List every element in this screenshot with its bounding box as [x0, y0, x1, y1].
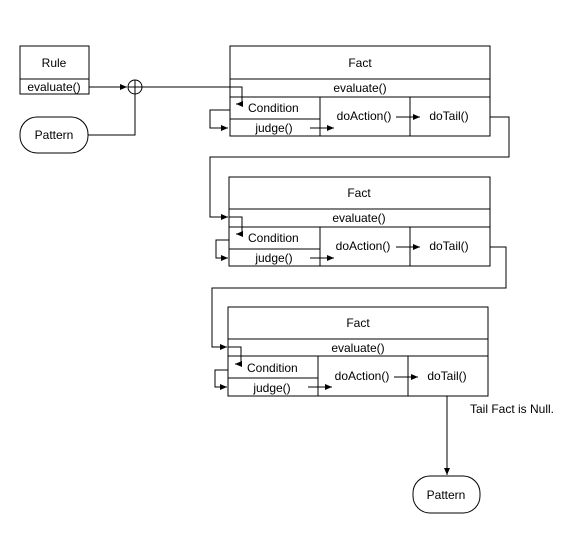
fact-2-to-fact-3-connector	[211, 246, 507, 350]
fact-2-judge: judge()	[254, 251, 292, 265]
fact-1-condition-loop	[209, 109, 230, 131]
fact-1-evaluate: evaluate()	[333, 81, 386, 95]
pattern-bottom-label: Pattern	[427, 488, 466, 502]
fact-3-condition: Condition	[247, 361, 298, 375]
pattern-bottom-box: Pattern	[412, 475, 481, 514]
fact-1-judge: judge()	[254, 121, 292, 135]
fact-3-do-action: doAction()	[335, 369, 390, 383]
fact-3-judge: judge()	[252, 381, 290, 395]
fact-2-title: Fact	[347, 186, 371, 200]
fact-2-condition: Condition	[248, 231, 299, 245]
rule-title: Rule	[42, 56, 67, 70]
fact-2-condition-loop	[215, 239, 229, 261]
fact-box-3: Fact evaluate() Condition judge() doActi…	[227, 306, 489, 397]
fact-box-2: Fact evaluate() Condition judge() doActi…	[228, 176, 491, 267]
fact-2-do-action: doAction()	[336, 239, 391, 253]
fact-3-evaluate: evaluate()	[331, 341, 384, 355]
fact-3-do-tail: doTail()	[427, 369, 466, 383]
fact-3-title: Fact	[346, 316, 370, 330]
fact-1-do-action: doAction()	[337, 109, 392, 123]
fact-1-do-tail: doTail()	[429, 109, 468, 123]
pattern-top-label: Pattern	[35, 128, 74, 142]
fact-1-evaluate-to-condition-arrow	[230, 86, 243, 107]
fact-1-condition: Condition	[248, 101, 299, 115]
junction-circle	[127, 79, 143, 95]
rule-box: Rule evaluate()	[19, 45, 90, 95]
fact-2-do-tail: doTail()	[429, 239, 468, 253]
fact-3-evaluate-to-condition-arrow	[228, 346, 242, 367]
pattern-to-junction-line	[88, 94, 136, 136]
fact-1-to-fact-2-connector	[209, 116, 510, 220]
fact-2-evaluate-to-condition-arrow	[229, 216, 243, 237]
tail-fact-null-note: Tail Fact is Null.	[470, 402, 554, 416]
fact-1-title: Fact	[348, 56, 372, 70]
fact-box-1: Fact evaluate() Condition judge() doActi…	[229, 45, 491, 137]
fact-3-condition-loop	[214, 369, 228, 390]
rule-evaluate-method: evaluate()	[27, 80, 80, 94]
fact-2-evaluate: evaluate()	[332, 211, 385, 225]
pattern-top-box: Pattern	[19, 116, 89, 154]
